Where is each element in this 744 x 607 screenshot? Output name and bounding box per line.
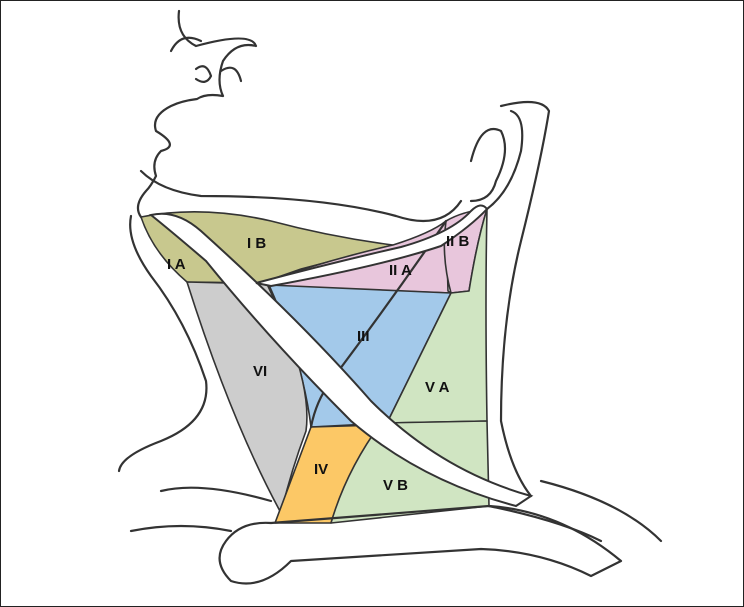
nose — [169, 36, 243, 83]
artery-line — [309, 219, 448, 429]
label-IV: IV — [314, 461, 328, 478]
label-VI: VI — [253, 363, 267, 380]
label-VA: V A — [425, 379, 450, 396]
upper-strap — [255, 204, 489, 288]
muscle-strap — [148, 212, 534, 508]
region-level-VA — [386, 208, 488, 424]
label-IIA: II A — [389, 262, 412, 279]
region-level-I — [140, 211, 394, 284]
label-IA: I A — [167, 256, 186, 273]
label-VB: V B — [383, 477, 408, 494]
back-of-head — [485, 100, 551, 498]
shoulder — [487, 479, 663, 543]
face-profile — [136, 9, 258, 219]
label-IIB: II B — [446, 233, 470, 250]
clavicle — [218, 504, 623, 585]
label-IB: I B — [247, 235, 266, 252]
body-outline — [129, 486, 273, 533]
label-III: III — [357, 328, 370, 345]
front-neck — [117, 214, 208, 473]
ear — [469, 128, 507, 203]
chin-line — [139, 169, 463, 223]
